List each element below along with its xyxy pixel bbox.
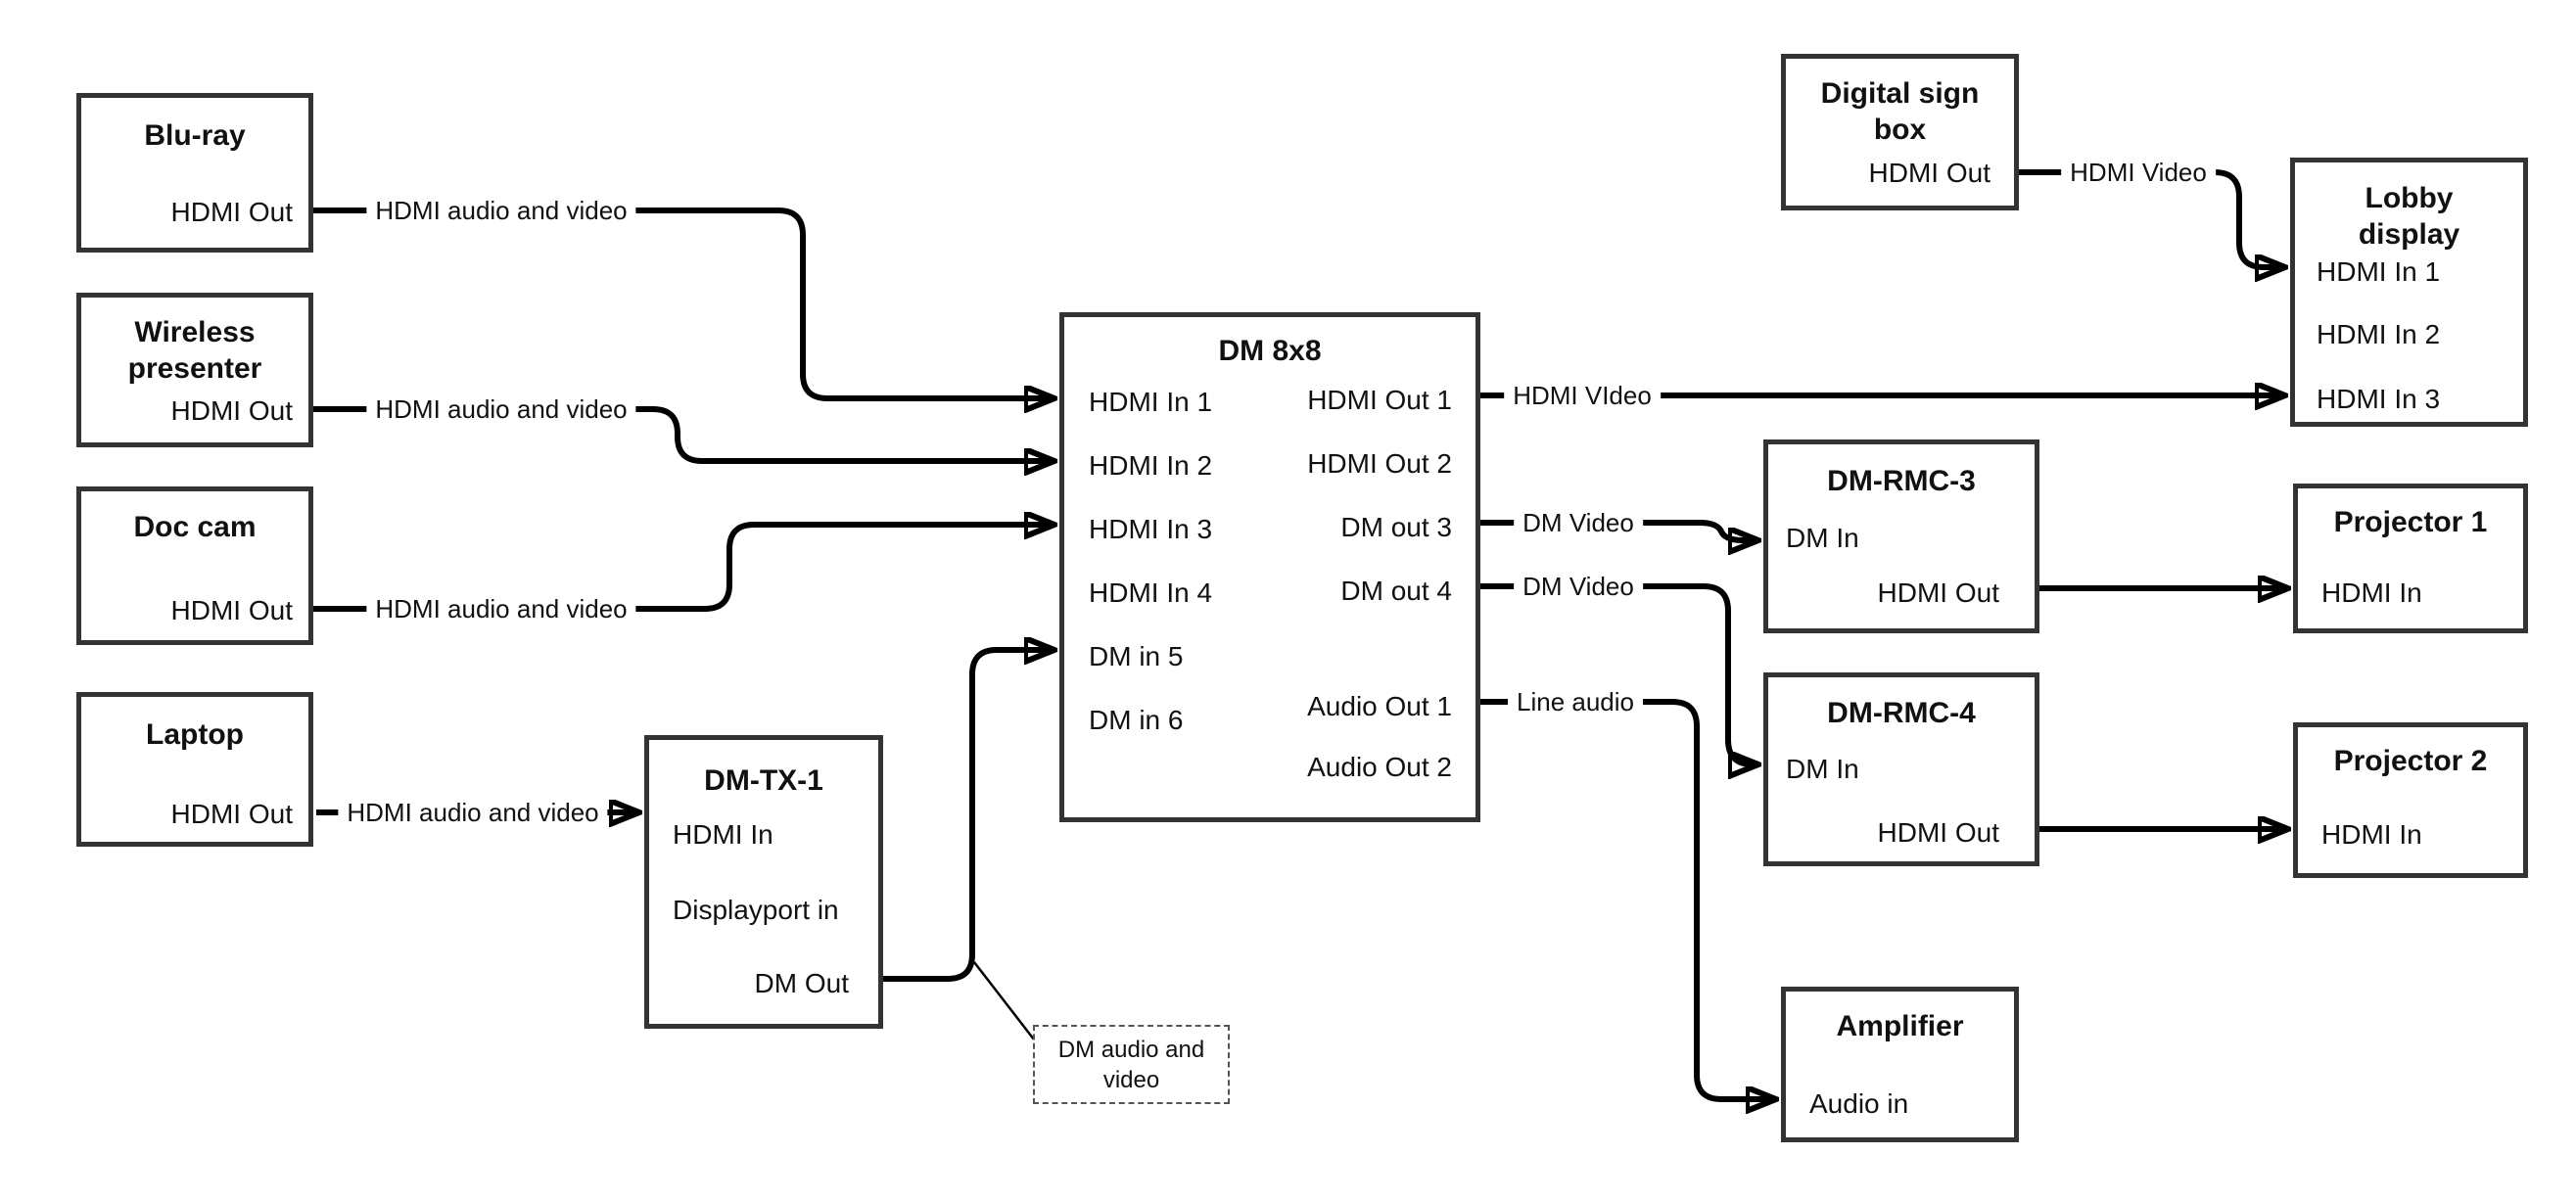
node-title: DM-RMC-4 <box>1827 697 1976 729</box>
node-doc-cam: Doc cam HDMI Out <box>76 486 313 645</box>
edge-label-hdmi-av-laptop: HDMI audio and video <box>338 798 608 827</box>
edge-dm8x8-audio1-to-amp <box>1480 699 1773 1099</box>
port-dm-out-4: DM out 4 <box>1340 576 1452 606</box>
note-callout-line <box>973 961 1035 1040</box>
port-dm-in-6: DM in 6 <box>1089 705 1184 735</box>
node-blu-ray: Blu-ray HDMI Out <box>76 93 313 253</box>
port-hdmi-out: HDMI Out <box>1877 817 1999 848</box>
port-hdmi-out: HDMI Out <box>170 197 293 227</box>
node-projector-2: Projector 2 HDMI In <box>2293 722 2528 878</box>
node-title: Wireless presenter <box>127 316 262 385</box>
port-hdmi-in-2: HDMI In 2 <box>2317 319 2441 349</box>
port-hdmi-in: HDMI In <box>2321 577 2422 608</box>
node-digital-sign-box: Digital sign box HDMI Out <box>1781 54 2019 210</box>
port-hdmi-out: HDMI Out <box>170 799 293 829</box>
edge-label-hdmi-video-lobby: HDMI VIdeo <box>1504 381 1661 410</box>
node-wireless-presenter: Wireless presenter HDMI Out <box>76 293 313 447</box>
node-lobby-display: Lobby display HDMI In 1 HDMI In 2 HDMI I… <box>2290 158 2528 427</box>
node-title: Projector 2 <box>2333 745 2488 777</box>
port-hdmi-out-2: HDMI Out 2 <box>1307 448 1452 479</box>
note-text: DM audio and video <box>1057 1036 1205 1093</box>
port-hdmi-in-3: HDMI In 3 <box>2317 384 2441 414</box>
node-title: Lobby display <box>2358 182 2460 251</box>
port-hdmi-in: HDMI In <box>2321 819 2422 850</box>
edge-label-hdmi-video-sign: HDMI Video <box>2061 158 2216 187</box>
port-hdmi-in-3: HDMI In 3 <box>1089 514 1213 544</box>
note-dm-audio-and-video: DM audio and video <box>1033 1025 1230 1104</box>
node-title: Projector 1 <box>2333 506 2488 538</box>
port-dm-in-5: DM in 5 <box>1089 641 1184 671</box>
edge-bluray-to-dm8x8-in1 <box>313 208 1052 398</box>
node-dm-8x8: DM 8x8 HDMI In 1 HDMI In 2 HDMI In 3 HDM… <box>1059 312 1480 822</box>
port-audio-out-1: Audio Out 1 <box>1307 691 1452 721</box>
node-projector-1: Projector 1 HDMI In <box>2293 484 2528 633</box>
node-title: DM 8x8 <box>1218 335 1322 367</box>
port-hdmi-out: HDMI Out <box>170 395 293 426</box>
port-hdmi-out: HDMI Out <box>1868 158 1991 188</box>
port-hdmi-in: HDMI In <box>673 819 773 850</box>
edge-wireless-to-dm8x8-in2 <box>313 406 1052 461</box>
edge-label-hdmi-av-bluray: HDMI audio and video <box>366 196 636 225</box>
edge-label-dm-video-rmc3: DM Video <box>1514 508 1643 537</box>
node-amplifier: Amplifier Audio in <box>1781 987 2019 1142</box>
port-dm-out: DM Out <box>754 968 849 998</box>
port-displayport-in: Displayport in <box>673 895 839 925</box>
edge-dmtx1-to-dm8x8-dmin5 <box>883 650 1052 982</box>
node-title: Blu-ray <box>144 119 246 152</box>
port-hdmi-in-1: HDMI In 1 <box>1089 387 1213 417</box>
edge-dm8x8-out4-to-rmc4 <box>1480 583 1756 764</box>
port-hdmi-in-4: HDMI In 4 <box>1089 577 1213 608</box>
edge-sign-to-lobby-in1 <box>2019 169 2282 267</box>
node-title: Laptop <box>146 718 244 751</box>
edge-label-hdmi-av-doccam: HDMI audio and video <box>366 594 636 624</box>
port-hdmi-out-1: HDMI Out 1 <box>1307 385 1452 415</box>
port-dm-out-3: DM out 3 <box>1340 512 1452 542</box>
port-hdmi-in-2: HDMI In 2 <box>1089 450 1213 481</box>
node-title: Amplifier <box>1836 1010 1964 1042</box>
port-audio-in: Audio in <box>1809 1088 1909 1119</box>
edge-doccam-to-dm8x8-in3 <box>313 525 1052 612</box>
node-laptop: Laptop HDMI Out <box>76 692 313 847</box>
edge-label-line-audio: Line audio <box>1508 687 1643 716</box>
port-hdmi-out: HDMI Out <box>1877 577 1999 608</box>
node-dm-tx-1: DM-TX-1 HDMI In Displayport in DM Out <box>644 735 883 1029</box>
edge-label-dm-video-rmc4: DM Video <box>1514 572 1643 601</box>
port-hdmi-in-1: HDMI In 1 <box>2317 256 2441 287</box>
node-title: Digital sign box <box>1820 77 1980 146</box>
port-audio-out-2: Audio Out 2 <box>1307 752 1452 782</box>
node-title: DM-RMC-3 <box>1827 465 1976 497</box>
port-dm-in: DM In <box>1786 754 1859 784</box>
edge-dm8x8-out3-to-rmc3 <box>1480 520 1756 540</box>
port-hdmi-out: HDMI Out <box>170 595 293 625</box>
node-title: DM-TX-1 <box>704 764 823 797</box>
edge-label-hdmi-av-wireless: HDMI audio and video <box>366 394 636 424</box>
node-dm-rmc-3: DM-RMC-3 DM In HDMI Out <box>1763 439 2039 633</box>
node-dm-rmc-4: DM-RMC-4 DM In HDMI Out <box>1763 672 2039 866</box>
node-title: Doc cam <box>133 511 257 543</box>
port-dm-in: DM In <box>1786 523 1859 553</box>
